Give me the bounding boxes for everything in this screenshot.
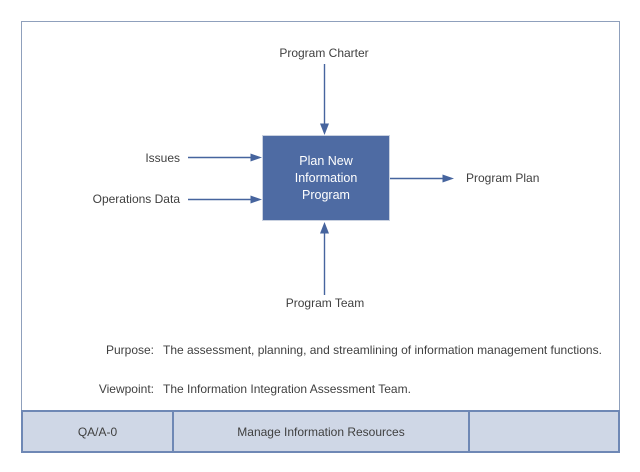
viewpoint-row: Viewpoint: The Information Integration A…: [21, 382, 620, 396]
output-arrow: [390, 174, 454, 183]
control-arrow: [320, 64, 329, 135]
input-arrow-operations-data: [188, 195, 262, 204]
viewpoint-text: The Information Integration Assessment T…: [163, 382, 411, 396]
input-arrow-issues: [188, 153, 262, 162]
title-block: QA/A-0 Manage Information Resources: [21, 410, 620, 453]
control-label: Program Charter: [279, 46, 369, 60]
purpose-text: The assessment, planning, and streamlini…: [163, 343, 602, 357]
activity-box: Plan New Information Program: [262, 135, 390, 221]
purpose-label: Purpose:: [105, 343, 154, 357]
input-label-issues: Issues: [145, 151, 180, 165]
viewpoint-label: Viewpoint:: [98, 382, 154, 396]
title-block-number-cell: [470, 412, 618, 451]
title-block-title-cell: Manage Information Resources: [172, 412, 470, 451]
title-block-node-cell: QA/A-0: [77, 424, 118, 439]
mechanism-label: Program Team: [285, 296, 365, 310]
activity-box-title: Plan New Information Program: [294, 153, 358, 202]
input-label-operations-data: Operations Data: [92, 192, 180, 206]
mechanism-arrow: [320, 222, 329, 295]
output-label: Program Plan: [466, 171, 540, 185]
purpose-row: Purpose: The assessment, planning, and s…: [21, 343, 620, 357]
